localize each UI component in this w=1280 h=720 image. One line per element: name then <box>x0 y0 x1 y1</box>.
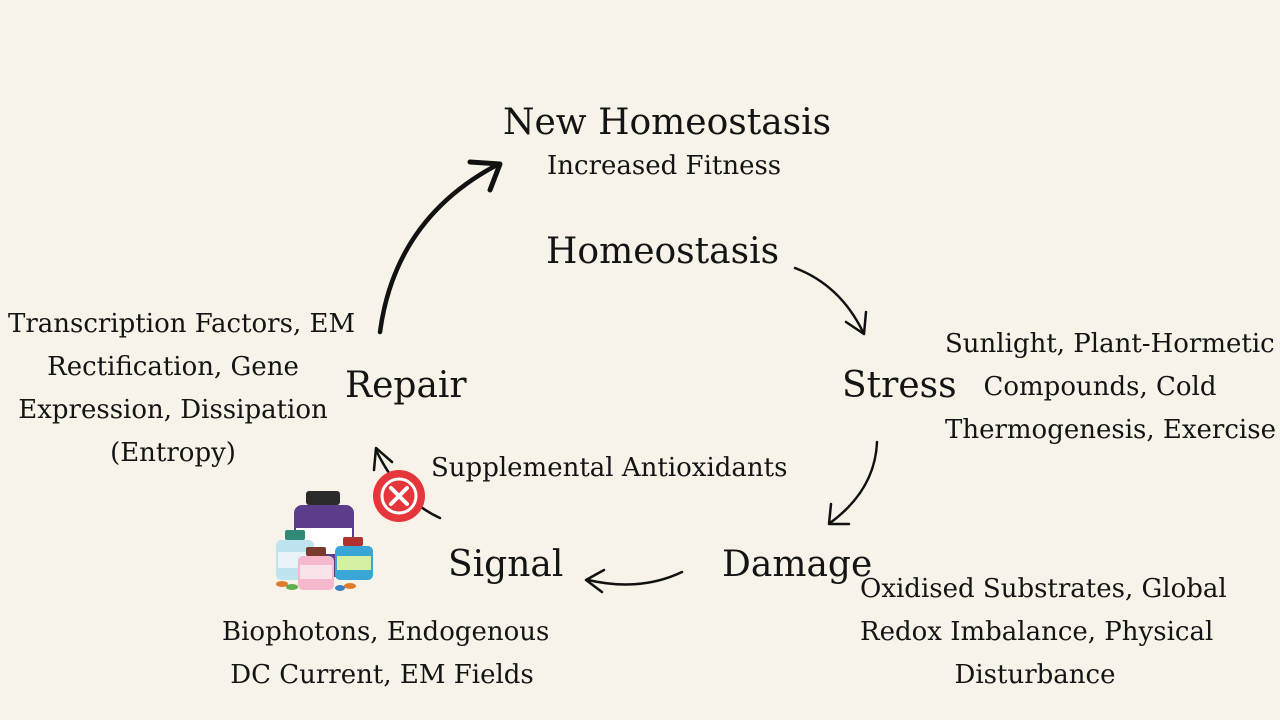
stress-details: Sunlight, Plant-Hormetic Compounds, Cold… <box>945 323 1276 452</box>
repair-details: Transcription Factors, EM Rectification,… <box>8 303 356 475</box>
damage-detail-line: Redox Imbalance, Physical <box>860 617 1214 647</box>
stress-title: Stress <box>842 365 957 406</box>
arrow-stress-to-damage <box>828 440 879 525</box>
damage-details: Oxidised Substrates, Global Redox Imbala… <box>860 568 1227 697</box>
arrow-damage-to-signal <box>586 570 684 586</box>
signal-details: Biophotons, Endogenous DC Current, EM Fi… <box>222 611 550 697</box>
repair-detail-line: Expression, Dissipation <box>18 395 328 425</box>
new-homeostasis-title: New Homeostasis <box>503 102 832 143</box>
new-homeostasis-subtitle: Increased Fitness <box>547 151 782 181</box>
repair-detail-line: Rectification, Gene <box>47 352 299 382</box>
repair-detail-line: (Entropy) <box>110 438 236 468</box>
stress-detail-line: Thermogenesis, Exercise <box>945 415 1276 445</box>
stress-detail-line: Compounds, Cold <box>983 372 1217 402</box>
supplemental-antioxidants-label: Supplemental Antioxidants <box>431 453 788 483</box>
red-x-icon <box>373 470 425 522</box>
signal-detail-line: Biophotons, Endogenous <box>222 617 550 647</box>
repair-title: Repair <box>345 365 467 406</box>
arrow-repair-to-new-homeostasis <box>377 163 498 335</box>
stress-detail-line: Sunlight, Plant-Hormetic <box>945 329 1275 359</box>
signal-detail-line: DC Current, EM Fields <box>230 660 534 690</box>
arrow-homeostasis-to-stress <box>793 266 865 334</box>
homeostasis-title: Homeostasis <box>546 231 780 272</box>
damage-title: Damage <box>722 544 873 585</box>
supplement-bottles-icon <box>276 491 373 591</box>
damage-detail-line: Disturbance <box>954 660 1116 690</box>
damage-detail-line: Oxidised Substrates, Global <box>860 574 1227 604</box>
signal-title: Signal <box>448 544 564 585</box>
repair-detail-line: Transcription Factors, EM <box>8 309 356 339</box>
